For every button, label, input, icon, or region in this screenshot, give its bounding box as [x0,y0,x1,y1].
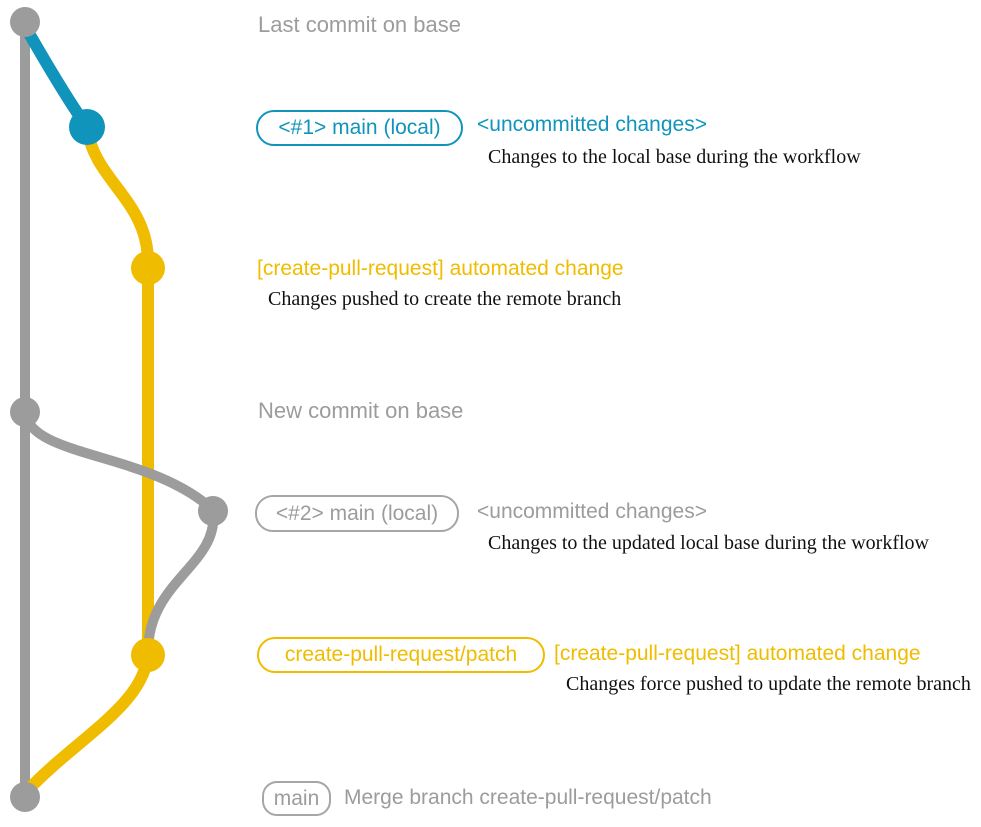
commit-note-uncommitted-2: Changes to the updated local base during… [488,532,929,554]
commit-dot-automated-change-2 [131,638,165,672]
commit-dot-new-base [10,397,40,427]
commit-label-automated-2: [create-pull-request] automated change [554,642,921,665]
commit-label-automated-1: [create-pull-request] automated change [257,257,624,280]
commit-note-automated-1: Changes pushed to create the remote bran… [268,288,622,310]
commit-dot-uncommitted-2 [198,496,228,526]
commit-label-uncommitted-1: <uncommitted changes> [477,113,707,136]
rebase-curve-in [143,505,219,657]
commit-label-merge: Merge branch create-pull-request/patch [344,786,712,809]
git-graph-svg [10,7,228,812]
rebase-curve-out [20,408,218,515]
branch-badge-main-local-2-label: <#2> main (local) [275,501,439,525]
last-commit-title: Last commit on base [258,12,461,37]
branch-badge-main-local-1: <#1> main (local) [256,110,463,146]
new-commit-title: New commit on base [258,398,464,423]
branch-badge-main-local-2: <#2> main (local) [255,495,459,532]
branch-badge-main: main [262,781,331,816]
commit-note-uncommitted-1: Changes to the local base during the wor… [488,146,861,168]
commit-dot-last-base [10,7,40,37]
commit-dot-automated-change-1 [131,251,165,285]
branch-badge-main-label: main [273,786,320,810]
commit-label-uncommitted-2: <uncommitted changes> [477,500,707,523]
patch-branch-line [21,121,154,797]
commit-dot-merge [10,782,40,812]
branch-badge-patch-label: create-pull-request/patch [284,643,518,666]
commit-note-automated-2: Changes force pushed to update the remot… [566,673,971,695]
branch-badge-main-local-1-label: <#1> main (local) [278,116,441,139]
branch-badge-patch: create-pull-request/patch [257,637,545,673]
commit-dot-uncommitted-1 [69,109,105,145]
